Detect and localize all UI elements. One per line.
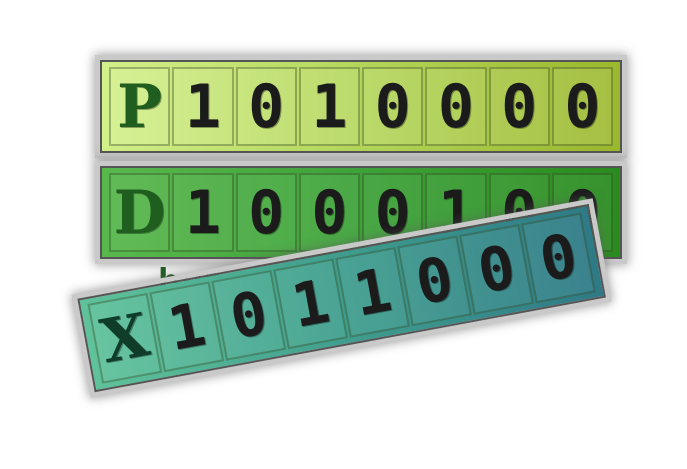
bit-cell: 0 — [235, 173, 297, 252]
byte-strip-d: D 1 0 0 0 1 0 0 — [100, 166, 622, 259]
bit-cell: 1 — [335, 246, 410, 338]
bit-cell: 0 — [425, 67, 487, 146]
bit-cell: 0 — [459, 224, 534, 315]
letter-cell: P — [109, 67, 171, 146]
letter-cell: D — [109, 173, 171, 252]
bit-cell: 0 — [235, 67, 297, 146]
bit-cell: 1 — [149, 281, 225, 373]
byte-strip-p: P 1 0 1 0 0 0 0 — [100, 60, 622, 153]
bit-cell: 1 — [172, 173, 234, 252]
bit-cell: 0 — [298, 173, 360, 252]
bit-cell: 0 — [362, 67, 424, 146]
bit-cell: 1 — [298, 67, 360, 146]
bit-cell: 1 — [172, 67, 234, 146]
bit-cell: 1 — [273, 258, 349, 350]
bit-cell: 0 — [211, 269, 287, 361]
bit-cell: 0 — [521, 212, 596, 304]
bit-cell: 0 — [488, 67, 550, 146]
bit-cell: 0 — [551, 67, 613, 146]
bit-cell: 0 — [397, 235, 472, 327]
letter-cell: X — [87, 292, 163, 384]
